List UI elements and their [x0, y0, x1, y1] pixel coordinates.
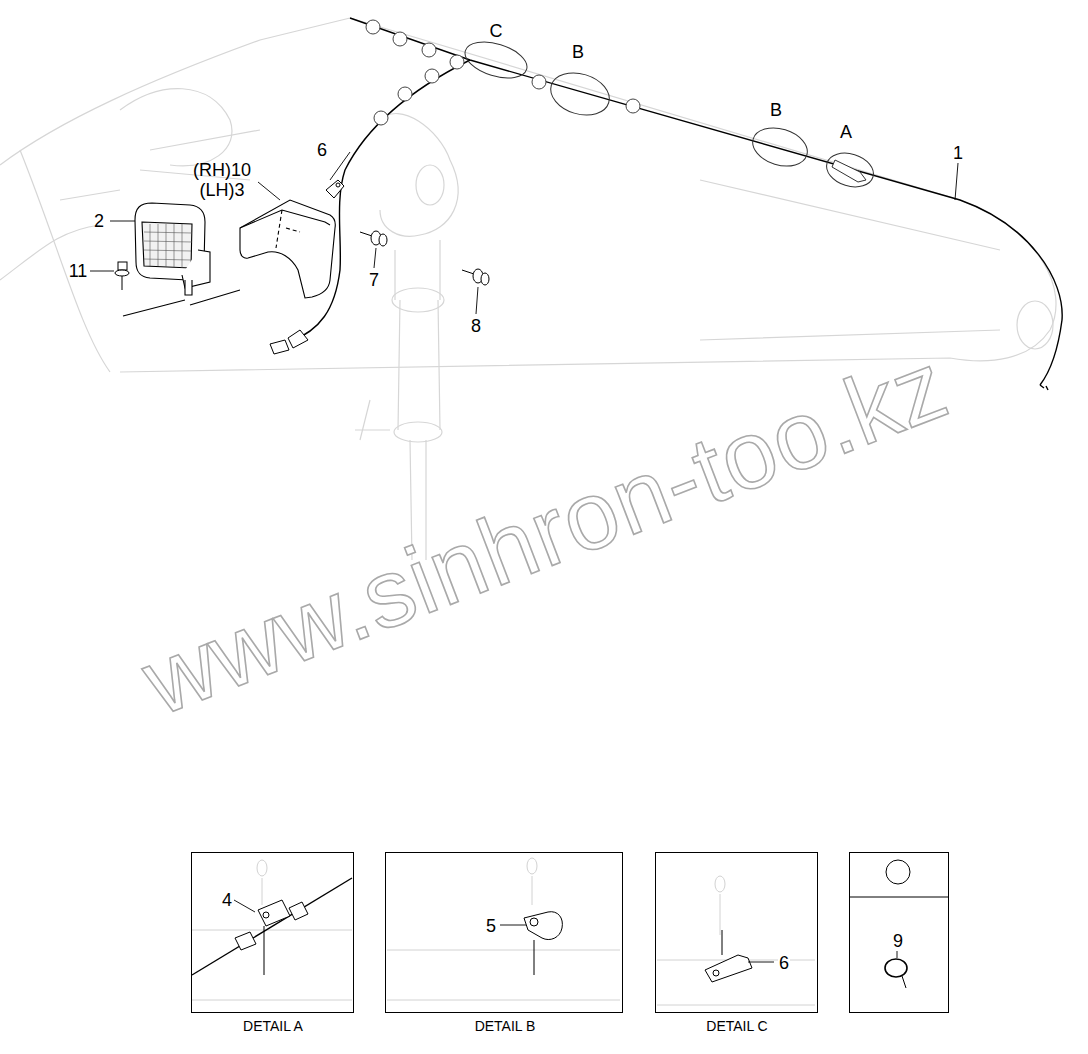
detail-box: 4DETAIL A: [191, 852, 354, 1013]
detail-callout: B: [770, 101, 782, 119]
detail-box: 9: [849, 852, 949, 1013]
callout-number: 8: [471, 317, 481, 335]
leader-lines: [90, 152, 958, 314]
detail-callout: B: [572, 43, 584, 61]
lamp-cover: [240, 200, 335, 298]
clamp-circles: [366, 20, 640, 125]
callout-number: 6: [778, 953, 790, 973]
callout-number: 4: [221, 890, 233, 910]
detail-caption: DETAIL A: [243, 1019, 303, 1033]
watermark: www.sinhron-too.kz: [131, 336, 959, 730]
detail-ellipses: [461, 35, 878, 192]
detail-callout: A: [840, 123, 852, 141]
callout-number: (LH)3: [199, 181, 244, 199]
detail-callout: C: [490, 22, 503, 40]
work-lamp: [123, 203, 240, 316]
callout-number: 6: [317, 141, 327, 159]
callout-number: 2: [94, 212, 104, 230]
detail-caption: DETAIL C: [706, 1019, 767, 1033]
callout-number: (RH)10: [193, 161, 251, 179]
bolts: [115, 180, 489, 354]
detail-box: 6DETAIL C: [655, 852, 818, 1013]
detail-box: 5DETAIL B: [385, 852, 623, 1013]
boom-outline: [0, 18, 1056, 560]
detail-drawings: [192, 858, 948, 1005]
wire-harness: [290, 18, 1062, 390]
callout-number: 5: [485, 916, 497, 936]
callout-number: 7: [369, 271, 379, 289]
callout-number: 9: [892, 931, 904, 951]
callout-number: 1: [953, 144, 963, 162]
callout-number: 11: [69, 262, 88, 280]
detail-caption: DETAIL B: [475, 1019, 536, 1033]
